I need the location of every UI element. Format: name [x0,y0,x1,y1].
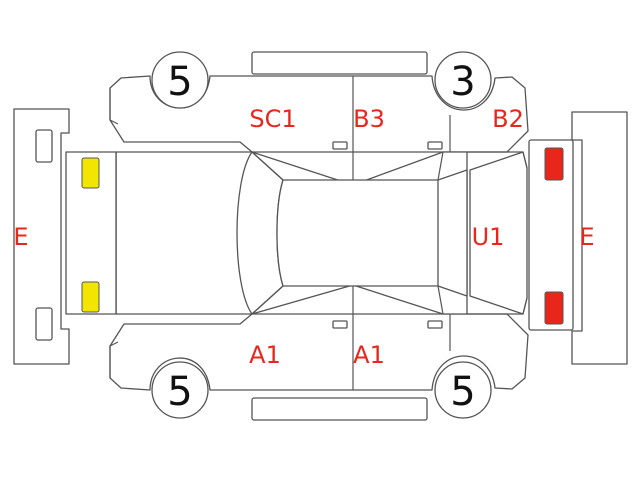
code-front-bumper: E [13,223,28,251]
code-rear-right-quarter: B2 [492,105,524,133]
wheel-rear-right-rating: 3 [450,59,475,105]
wheel-rear-right: 3 [434,51,492,109]
top-view-body [115,151,528,315]
rear-panel [528,139,574,331]
code-front-left-door: A1 [249,341,281,369]
headlamp-icon [81,157,100,189]
right-side-skirt [251,51,428,75]
wheel-rear-left-rating: 5 [450,369,475,415]
code-front-right-fender: SC1 [249,105,296,133]
front-bumper [13,108,70,365]
tail-lamp-icon [544,291,564,325]
code-rear-left-door: A1 [353,341,385,369]
code-rear-panel: U1 [472,223,505,251]
wheel-front-left: 5 [151,361,209,419]
wheel-front-right: 5 [151,51,209,109]
wheel-front-left-rating: 5 [167,369,192,415]
headlamp-icon [81,281,100,313]
code-rear-bumper: E [579,223,594,251]
wheel-front-right-rating: 5 [167,59,192,105]
front-panel [65,151,117,315]
wheel-rear-left: 5 [434,361,492,419]
rear-bumper [571,111,628,365]
tail-lamp-icon [544,147,564,181]
code-rear-right-door: B3 [353,105,385,133]
left-side-body [109,285,529,391]
left-side-skirt [251,397,428,421]
